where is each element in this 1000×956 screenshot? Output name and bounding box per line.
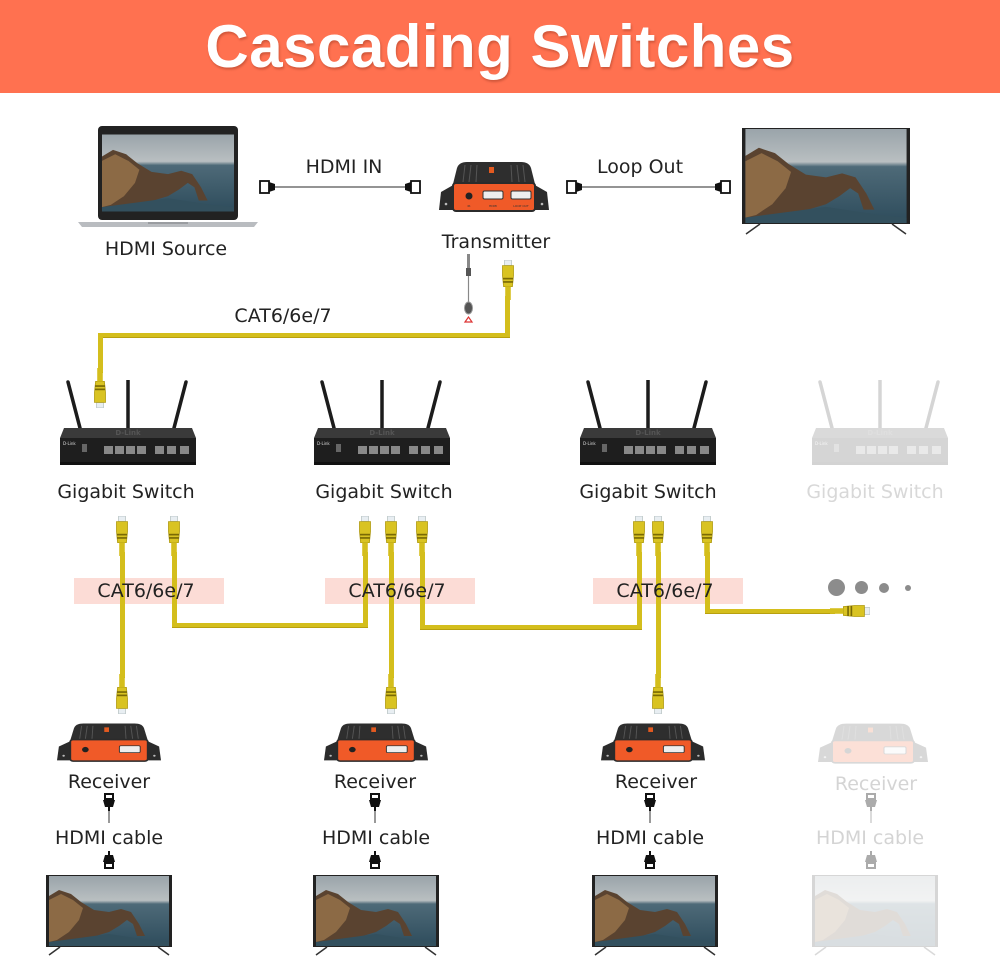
hdmi-plug-icon xyxy=(368,849,382,871)
hdmi-plug-icon xyxy=(102,849,116,871)
cable-label-bg-2 xyxy=(325,578,475,604)
uplink-cable-label: CAT6/6e/7 xyxy=(234,305,332,327)
switch-3-label: Gigabit Switch xyxy=(579,481,717,503)
gigabit-switch-4 xyxy=(810,380,950,470)
rj45-connector-icon xyxy=(384,674,398,714)
cascade-cable-3-vertical xyxy=(705,552,710,614)
receiver-3-cable-label: HDMI cable xyxy=(595,827,705,849)
ellipsis-dots-icon xyxy=(828,578,918,598)
downlink-cable-3 xyxy=(656,552,661,678)
gigabit-switch-2 xyxy=(312,380,452,470)
hdmi-cable-icon xyxy=(102,793,116,823)
tv-icon xyxy=(742,128,910,235)
uplink-cable-vertical-switch xyxy=(98,333,103,373)
downlink-cable-2 xyxy=(389,552,394,678)
display-3 xyxy=(592,875,720,956)
cascade-cable-2-vertical xyxy=(420,552,425,630)
hdmi-source-label: HDMI Source xyxy=(104,238,228,260)
cascade-cable-1-vertical-end xyxy=(363,552,368,628)
cascade-cable-2-horizontal xyxy=(420,625,642,630)
title-banner: Cascading Switches xyxy=(0,0,1000,93)
cable-label-bg-3 xyxy=(593,578,743,604)
laptop-icon xyxy=(78,126,258,227)
gigabit-switch-1 xyxy=(58,380,198,470)
receiver-2-cable-label: HDMI cable xyxy=(321,827,431,849)
cascade-cable-3-horizontal xyxy=(705,609,835,614)
transmitter-port-hdmi: HDMI xyxy=(489,204,497,208)
rj45-connector-icon xyxy=(651,674,665,714)
switch-2-label: Gigabit Switch xyxy=(315,481,453,503)
uplink-cable-vertical-tx xyxy=(505,296,510,336)
tv-icon xyxy=(592,875,718,956)
hdmi-cable-icon xyxy=(864,793,878,823)
receiver-4-label: Receiver xyxy=(834,773,918,795)
receiver-icon xyxy=(818,722,928,770)
receiver-2 xyxy=(324,722,428,768)
downlink-cable-1 xyxy=(120,552,125,678)
cable-label-bg-1 xyxy=(74,578,224,604)
hdmi-source-laptop xyxy=(78,126,258,228)
hdmi-cable-icon xyxy=(368,793,382,823)
receiver-1 xyxy=(57,722,161,768)
rj45-connector-icon xyxy=(115,674,129,714)
rj45-connector-icon xyxy=(501,260,515,300)
router-icon xyxy=(810,380,950,470)
cascade-cable-label-3: CAT6/6e/7 xyxy=(616,580,714,602)
loop-out-label: Loop Out xyxy=(596,156,684,178)
transmitter-port-ir: IR xyxy=(468,204,471,208)
rj45-connector-icon xyxy=(384,516,398,556)
rj45-connector-icon xyxy=(115,516,129,556)
transmitter-device: IR HDMI LOOP OUT xyxy=(438,160,550,220)
receiver-icon xyxy=(324,722,428,768)
cascade-cable-label-2: CAT6/6e/7 xyxy=(348,580,446,602)
switch-1-label: Gigabit Switch xyxy=(57,481,195,503)
gigabit-switch-3 xyxy=(578,380,718,470)
switch-4-label: Gigabit Switch xyxy=(806,481,944,503)
tv-icon xyxy=(812,875,938,956)
rj45-connector-icon xyxy=(700,516,714,556)
router-icon xyxy=(58,380,198,470)
display-4 xyxy=(812,875,940,956)
loop-out-display xyxy=(742,128,912,236)
receiver-icon xyxy=(57,722,161,768)
ir-sensor-cable xyxy=(463,254,474,323)
rj45-connector-icon xyxy=(358,516,372,556)
router-icon xyxy=(312,380,452,470)
cascade-cable-label-1: CAT6/6e/7 xyxy=(97,580,195,602)
hdmi-plug-icon xyxy=(864,849,878,871)
hdmi-plug-icon xyxy=(643,849,657,871)
receiver-3-label: Receiver xyxy=(614,771,698,793)
tv-icon xyxy=(46,875,172,956)
router-icon xyxy=(578,380,718,470)
cascade-cable-1-vertical xyxy=(172,552,177,628)
display-2 xyxy=(313,875,441,956)
cascade-cable-1-horizontal xyxy=(172,623,368,628)
transmitter-port-loop-out: LOOP OUT xyxy=(513,204,529,208)
receiver-4 xyxy=(818,722,928,770)
receiver-1-cable-label: HDMI cable xyxy=(54,827,164,849)
receiver-3 xyxy=(601,722,705,768)
page-title: Cascading Switches xyxy=(205,13,795,80)
rj45-connector-icon xyxy=(830,604,870,618)
hdmi-in-cable xyxy=(259,180,421,194)
transmitter-icon: IR HDMI LOOP OUT xyxy=(438,160,550,220)
tv-icon xyxy=(313,875,439,956)
cascade-cable-2-vertical-end xyxy=(637,552,642,630)
hdmi-in-label: HDMI IN xyxy=(305,156,383,178)
receiver-4-cable-label: HDMI cable xyxy=(815,827,925,849)
display-1 xyxy=(46,875,174,956)
rj45-connector-icon xyxy=(415,516,429,556)
hdmi-cable-icon xyxy=(643,793,657,823)
uplink-cable-horizontal xyxy=(98,333,510,338)
loop-out-cable xyxy=(566,180,731,194)
rj45-connector-icon xyxy=(651,516,665,556)
transmitter-label: Transmitter xyxy=(441,231,551,253)
rj45-connector-icon xyxy=(167,516,181,556)
receiver-icon xyxy=(601,722,705,768)
rj45-connector-icon xyxy=(632,516,646,556)
receiver-1-label: Receiver xyxy=(67,771,151,793)
receiver-2-label: Receiver xyxy=(333,771,417,793)
